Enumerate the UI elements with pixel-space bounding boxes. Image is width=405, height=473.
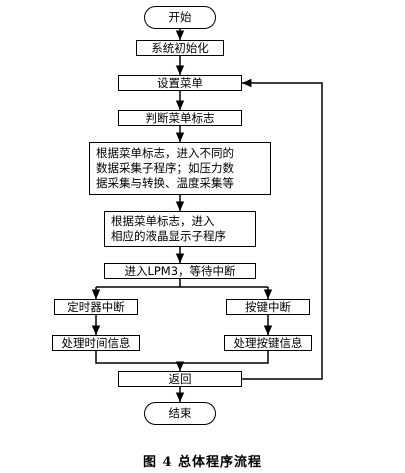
figure-caption: 图 4 总体程序流程 [142,455,263,470]
start-node: 开始 [144,6,216,29]
start-label: 开始 [168,10,192,24]
time-info-label: 处理时间信息 [61,335,131,350]
end-label: 结束 [168,406,192,420]
merge-right [180,351,269,364]
key-info-label: 处理按键信息 [233,335,303,350]
key-interrupt-label: 按键中断 [245,299,291,314]
init-label: 系统初始化 [151,40,209,55]
return-label: 返回 [168,371,192,386]
set-menu-node: 设置菜单 [118,75,242,91]
set-menu-label: 设置菜单 [157,75,203,90]
lpm3-node: 进入LPM3，等待中断 [104,263,256,279]
key-info-node: 处理按键信息 [224,335,312,351]
end-node: 结束 [144,402,216,425]
loop-back-arrow [242,78,323,380]
return-node: 返回 [118,371,242,387]
judge-flag-label: 判断菜单标志 [145,110,215,125]
timer-interrupt-node: 定时器中断 [54,299,138,315]
enter-subroutine-node: 根据菜单标志，进入不同的 数据采集子程序；如压力数 据采集与转换、温度采集等 [89,142,271,195]
key-interrupt-node: 按键中断 [226,299,310,315]
time-info-node: 处理时间信息 [52,335,140,351]
timer-interrupt-label: 定时器中断 [67,299,125,314]
enter-subroutine-label: 根据菜单标志，进入不同的 数据采集子程序；如压力数 据采集与转换、温度采集等 [96,146,234,190]
lpm3-label: 进入LPM3，等待中断 [124,263,236,278]
judge-flag-node: 判断菜单标志 [118,110,242,126]
enter-lcd-node: 根据菜单标志，进入 相应的液晶显示子程序 [104,211,256,247]
init-node: 系统初始化 [136,40,224,56]
enter-lcd-label: 根据菜单标志，进入 相应的液晶显示子程序 [111,214,226,243]
merge-left [95,351,180,364]
